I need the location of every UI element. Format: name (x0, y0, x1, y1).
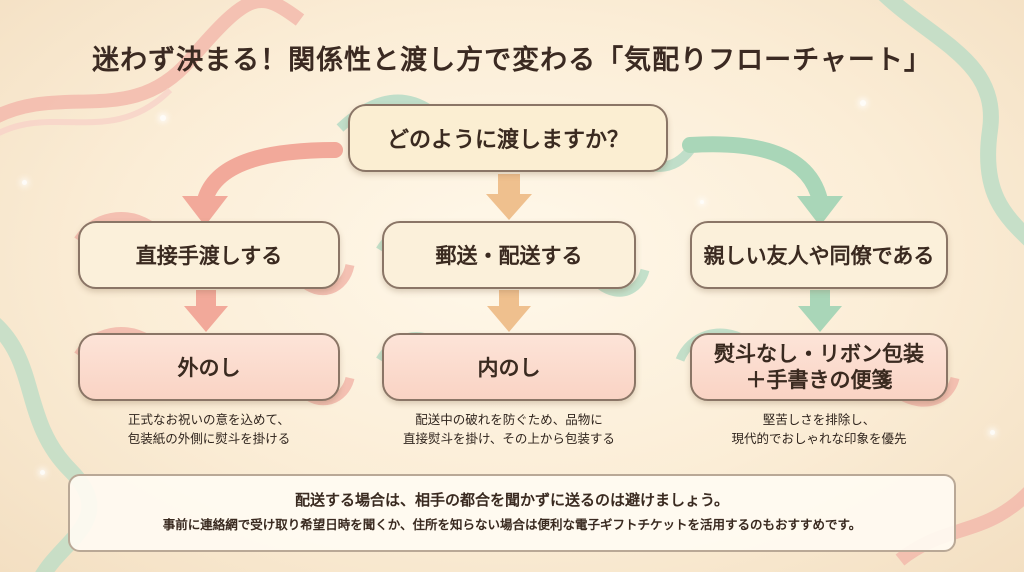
desc-soto-noshi: 正式なお祝いの意を込めて、 包装紙の外側に熨斗を掛ける (78, 410, 340, 448)
sparkle (990, 430, 995, 435)
condition-hand-delivery: 直接手渡しする (78, 221, 340, 289)
result-label: 外のし (177, 356, 241, 380)
sparkle (860, 100, 866, 106)
desc-line: 直接熨斗を掛け、その上から包装する (403, 431, 615, 446)
sparkle (160, 115, 166, 121)
arrow-left-down (196, 290, 216, 308)
desc-line: 包装紙の外側に熨斗を掛ける (127, 431, 291, 446)
condition-label: 郵送・配送する (435, 244, 583, 268)
desc-ribbon-wrapping: 堅苦しさを排除し、 現代的でおしゃれな印象を優先 (690, 410, 948, 448)
desc-line: 正式なお祝いの意を込めて、 (128, 412, 290, 427)
condition-label: 直接手渡しする (135, 244, 283, 268)
arrow-head-center (486, 194, 532, 220)
arrow-root-to-left (197, 142, 343, 208)
sparkle (700, 200, 704, 204)
condition-close-friend: 親しい友人や同僚である (690, 221, 948, 289)
page-title: 迷わず決まる！関係性と渡し方で変わる「気配りフローチャート」 (92, 45, 932, 76)
arrow-root-to-right (682, 136, 828, 208)
result-uchi-noshi: 内のし (382, 333, 636, 401)
result-label-line1: 熨斗なし・リボン包装 (714, 342, 924, 366)
root-question: どのように渡しますか？ (348, 104, 668, 172)
result-soto-noshi: 外のし (78, 333, 340, 401)
arrow-head-right-down (798, 306, 842, 332)
desc-line: 現代的でおしゃれな印象を優先 (731, 431, 907, 446)
condition-shipping: 郵送・配送する (382, 221, 636, 289)
arrow-head-center-down (487, 306, 531, 332)
result-ribbon-wrapping: 熨斗なし・リボン包装 ＋手書きの便箋 (690, 333, 948, 401)
desc-line: 堅苦しさを排除し、 (762, 412, 876, 427)
arrow-head-left-down (184, 306, 228, 332)
result-label-line2: ＋手書きの便箋 (745, 368, 893, 392)
sparkle (22, 180, 27, 185)
shipping-note: 配送する場合は、相手の都合を聞かずに送るのは避けましょう。 事前に連絡網で受け取… (68, 474, 956, 552)
desc-line: 配送中の破れを防ぐため、品物に (415, 412, 603, 427)
note-line1: 配送する場合は、相手の都合を聞かずに送るのは避けましょう。 (294, 491, 730, 509)
note-line2: 事前に連絡網で受け取り希望日時を聞くか、住所を知らない場合は便利な電子ギフトチケ… (162, 517, 862, 532)
arrow-center-down (499, 290, 519, 308)
arrow-root-to-center (498, 174, 520, 196)
condition-label: 親しい友人や同僚である (703, 244, 935, 268)
result-label: 内のし (477, 356, 541, 380)
desc-uchi-noshi: 配送中の破れを防ぐため、品物に 直接熨斗を掛け、その上から包装する (372, 410, 646, 448)
root-question-label: どのように渡しますか？ (386, 128, 629, 153)
sparkle (40, 470, 45, 475)
arrow-right-down (810, 290, 830, 308)
